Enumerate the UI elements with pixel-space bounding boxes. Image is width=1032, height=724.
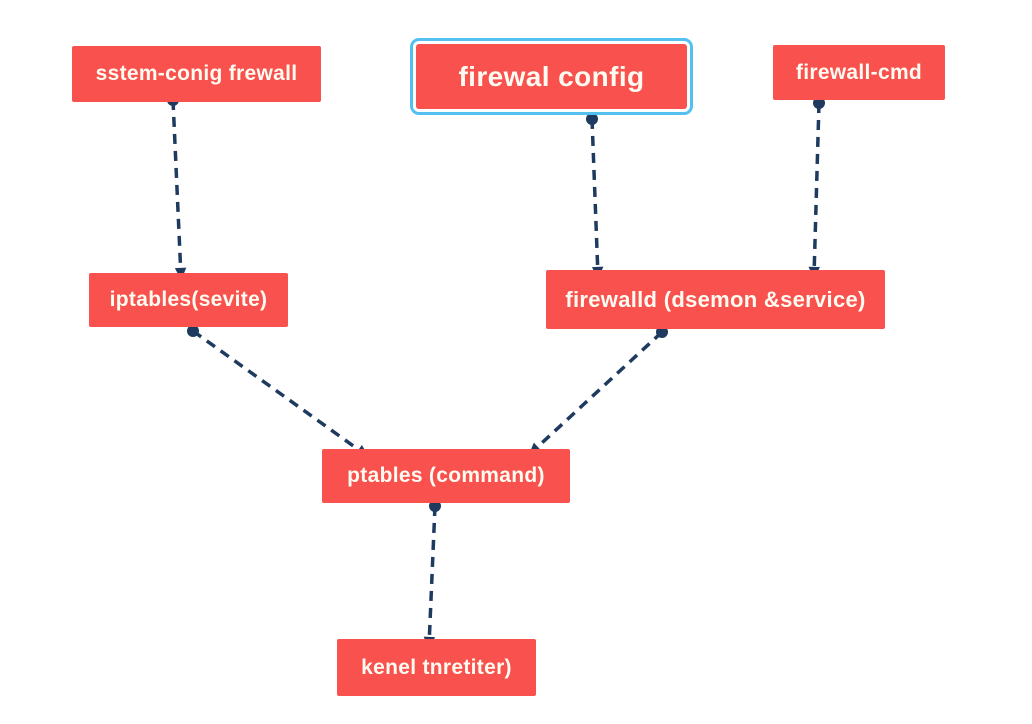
edge-firewalld-daemon-to-iptables-command[interactable] <box>528 326 668 456</box>
node-firewall-cmd[interactable]: firewall-cmd <box>773 45 945 100</box>
node-label: firewal config <box>458 60 645 92</box>
edge-iptables-service-to-iptables-command[interactable] <box>187 325 369 457</box>
edge-firewall-cmd-to-firewalld-daemon[interactable] <box>808 97 825 280</box>
node-label: firewalld (dsemon &service) <box>565 286 866 312</box>
node-label: firewall-cmd <box>795 60 923 84</box>
edge-iptables-command-to-kernel-netfilter[interactable] <box>423 500 441 650</box>
edge-firewall-config-to-firewalld-daemon[interactable] <box>586 113 604 280</box>
node-label: iptables(sevite) <box>109 288 268 311</box>
node-label: sstem-conig frewall <box>95 62 298 85</box>
node-iptables-command[interactable]: ptables (command) <box>322 449 570 503</box>
edge-system-config-firewall-to-iptables-service[interactable] <box>167 94 187 281</box>
node-label: kenel tnretiter) <box>361 655 512 679</box>
node-label: ptables (command) <box>347 464 545 487</box>
node-firewall-config[interactable]: firewal config <box>410 38 693 115</box>
node-kernel-netfilter[interactable]: kenel tnretiter) <box>337 639 536 696</box>
node-iptables-service[interactable]: iptables(sevite) <box>89 273 288 327</box>
node-firewalld-daemon[interactable]: firewalld (dsemon &service) <box>546 270 885 329</box>
node-system-config-firewall[interactable]: sstem-conig frewall <box>72 46 321 102</box>
node-firewall-config-box: firewal config <box>416 44 687 109</box>
